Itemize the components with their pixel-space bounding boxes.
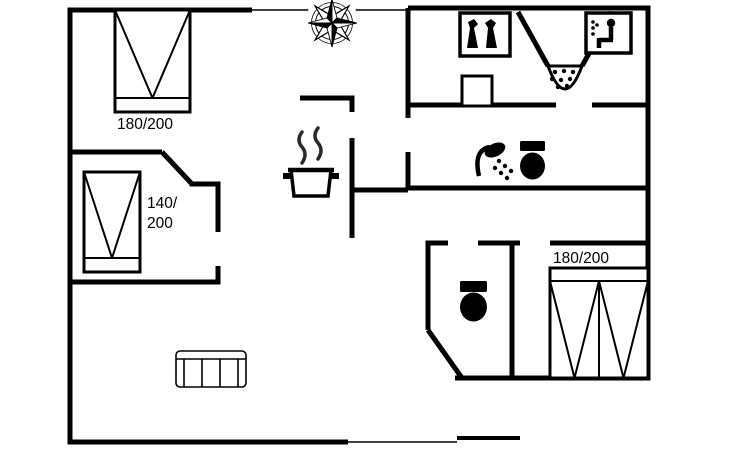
shower-icon	[475, 142, 514, 181]
chimney-duct	[460, 74, 494, 108]
toilet-icon-wc	[460, 281, 487, 322]
compass-rose-icon	[305, 0, 359, 50]
bed-size-label-mid-left-1: 140/	[147, 195, 178, 212]
toilet-icon-bathroom	[520, 141, 545, 180]
bed-size-label-top-left: 180/200	[117, 116, 173, 133]
double-bed-icon-top-left	[113, 8, 192, 114]
interior-walls	[70, 8, 648, 380]
bed-size-label-mid-left-2: 200	[147, 215, 173, 232]
double-bed-icon-bottom-right	[548, 266, 650, 380]
bed-icon-mid-left	[82, 170, 142, 274]
sofa-icon	[175, 350, 247, 388]
sauna-icon	[584, 11, 633, 55]
cooking-pot-icon	[283, 126, 339, 198]
bed-size-label-bottom-right: 180/200	[553, 250, 609, 267]
dishwasher-icon	[458, 11, 512, 58]
